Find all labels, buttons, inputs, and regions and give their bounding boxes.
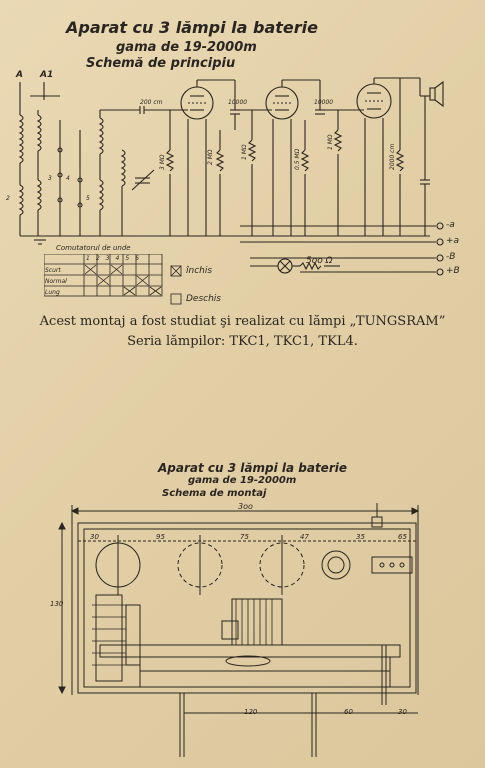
- circuit-schematic: 200 cm 10000 10000 2 MΩ 1 MΩ 0.5 MΩ 1 MΩ…: [6, 77, 444, 276]
- montage-subtitle: Schema de montaj: [162, 488, 267, 499]
- svg-text:4: 4: [66, 175, 70, 182]
- dim-top-2: 95: [156, 533, 165, 541]
- legend-open-label: Deschis: [186, 294, 221, 304]
- svg-text:5: 5: [86, 195, 90, 202]
- dim-total: 3oo: [238, 502, 253, 511]
- svg-text:2: 2: [6, 195, 10, 202]
- svg-text:200 cm: 200 cm: [140, 99, 163, 106]
- svg-text:10000: 10000: [314, 99, 333, 106]
- svg-text:10000: 10000: [228, 99, 247, 106]
- switch-row-short: Scurt: [45, 267, 61, 274]
- antenna-label-2: A1: [40, 70, 54, 80]
- terminal-plus-b: +B: [446, 266, 460, 276]
- schematic-subtitle: Schemă de principiu: [86, 56, 236, 71]
- svg-text:1 MΩ: 1 MΩ: [241, 144, 248, 160]
- legend-closed-icon: [170, 265, 182, 277]
- caption-line-1: Acest montaj a fost studiat şi realizat …: [39, 314, 446, 329]
- switch-table: [44, 254, 163, 297]
- assembly-drawing: [58, 503, 420, 757]
- montage-title: Aparat cu 3 lămpi la baterie: [158, 461, 347, 475]
- dim-bottom-1: 120: [244, 708, 258, 716]
- svg-text:3: 3: [48, 175, 52, 182]
- svg-text:3 MΩ: 3 MΩ: [159, 154, 166, 170]
- svg-text:2000 cm: 2000 cm: [389, 144, 396, 170]
- svg-text:2 MΩ: 2 MΩ: [207, 149, 214, 165]
- antenna-label: A: [16, 70, 23, 80]
- dim-top-5: 35: [356, 533, 365, 541]
- dim-bottom-2: 60: [344, 708, 353, 716]
- dim-side: 130: [50, 600, 64, 608]
- schematic-title: Aparat cu 3 lămpi la baterie: [66, 18, 318, 37]
- svg-text:1 MΩ: 1 MΩ: [327, 134, 334, 150]
- dim-top-1: 30: [90, 533, 99, 541]
- dim-top-3: 75: [240, 533, 249, 541]
- dim-top-6: 65: [398, 533, 407, 541]
- switch-row-long: Lung: [45, 289, 60, 296]
- switch-table-title: Comutatorul de unde: [56, 244, 131, 252]
- supply-resistor-label: 5oo Ω: [306, 256, 333, 266]
- dim-bottom-3: 30: [398, 708, 407, 716]
- legend-closed-label: închis: [186, 266, 213, 276]
- switch-row-normal: Normal: [45, 278, 67, 285]
- dim-top-4: 47: [300, 533, 309, 541]
- terminal-minus-a: -a: [446, 220, 455, 230]
- terminal-plus-a: +a: [446, 236, 460, 246]
- montage-range: gama de 19-2000m: [188, 475, 297, 486]
- caption-line-2: Seria lămpilor: TKC1, TKC1, TKL4.: [127, 334, 358, 349]
- schematic-range: gama de 19-2000m: [116, 40, 257, 55]
- legend-open-icon: [170, 293, 182, 305]
- terminal-minus-b: -B: [446, 252, 456, 262]
- switch-columns: 123456: [86, 255, 145, 262]
- svg-text:0.5 MΩ: 0.5 MΩ: [294, 148, 301, 170]
